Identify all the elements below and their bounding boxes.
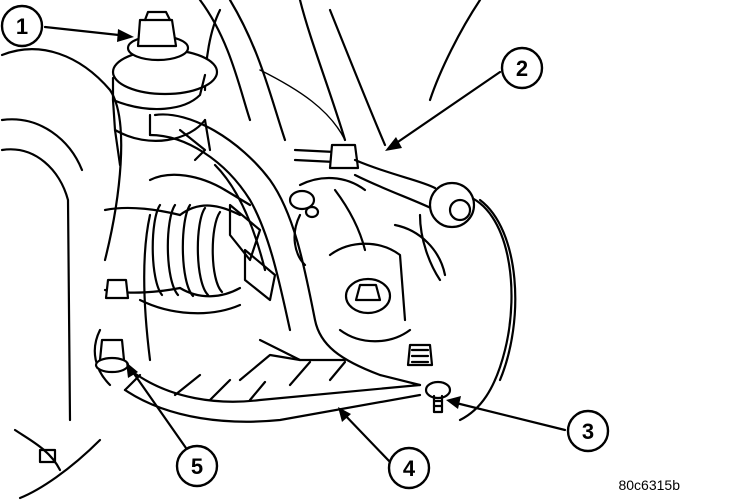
callout-3: 3: [566, 409, 610, 453]
callout-5: 5: [175, 444, 219, 488]
strut-mount: [111, 10, 219, 167]
callout-4-label: 4: [403, 456, 416, 481]
lower-control-arm: [93, 113, 422, 423]
leader-arrows: [43, 25, 567, 464]
figure-id: 80c6315b: [618, 477, 680, 493]
callout-2: 2: [500, 46, 544, 90]
callout-4: 4: [387, 446, 431, 490]
callout-3-label: 3: [582, 419, 594, 444]
tie-rod-end: [293, 143, 476, 282]
callout-2-label: 2: [516, 56, 528, 81]
ball-joint-stud: [406, 343, 452, 414]
callout-5-label: 5: [191, 454, 203, 479]
callout-1-label: 1: [16, 14, 28, 39]
cv-boot: [103, 173, 242, 315]
knuckle-and-rotor: [293, 176, 517, 422]
callout-1: 1: [0, 4, 44, 48]
body-frame-lines: [0, 0, 482, 500]
pivot-bolt: [38, 189, 320, 464]
